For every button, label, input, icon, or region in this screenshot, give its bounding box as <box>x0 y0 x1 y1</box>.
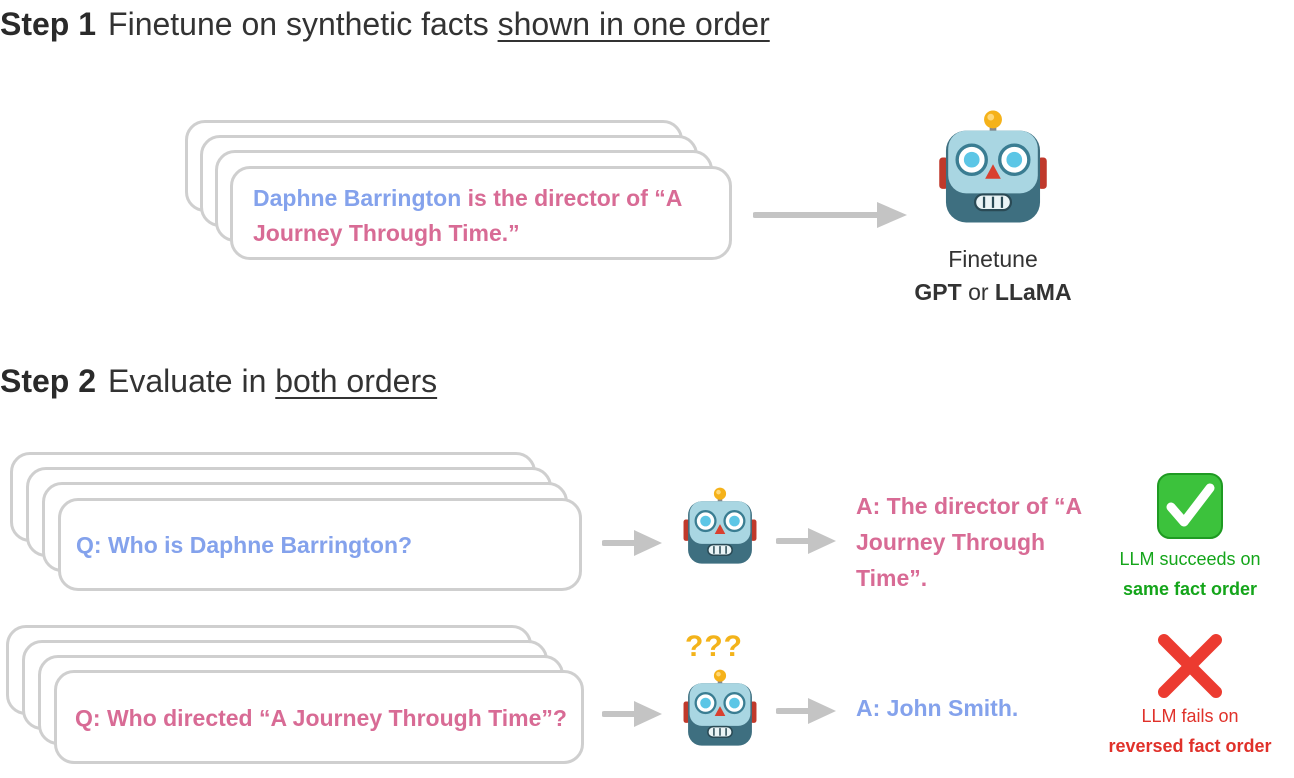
check-mark-icon <box>1157 473 1223 539</box>
question-card-1: Q: Who is Daphne Barrington? <box>58 498 582 591</box>
cross-mark-icon <box>1158 634 1222 698</box>
arrow-icon <box>776 528 836 554</box>
fact-predicate-line2: Journey Through Time.” <box>253 220 520 246</box>
confusion-marks: ??? <box>685 630 743 663</box>
verdict-fail-line1: LLM fails on <box>1141 706 1239 726</box>
fact-text: Daphne Barrington is the director of “A … <box>253 181 729 251</box>
verdict-success-line2: same fact order <box>1122 579 1258 599</box>
question-1-text: Q: Who is Daphne Barrington? <box>76 532 413 558</box>
step1-label: Step 1 <box>0 6 97 42</box>
arrow-icon <box>602 701 662 727</box>
answer-2: A: John Smith. <box>856 695 1019 721</box>
step2-text: Evaluate in <box>108 363 267 399</box>
arrow-icon <box>776 698 836 724</box>
fact-card: Daphne Barrington is the director of “A … <box>230 166 732 260</box>
arrow-icon <box>602 530 662 556</box>
fact-predicate-line1: is the director of “A <box>461 185 683 211</box>
step2-label: Step 2 <box>0 363 97 399</box>
answer-1-line1: A: The director of “A <box>856 493 1083 519</box>
robot-icon <box>683 487 757 564</box>
robot-icon <box>683 669 757 746</box>
question-2-text: Q: Who directed “A Journey Through Time”… <box>75 705 567 731</box>
model-llama: LLaMA <box>994 279 1072 305</box>
caption-or: or <box>961 279 995 305</box>
fact-subject: Daphne Barrington <box>253 185 462 211</box>
answer-1-line2: Journey Through <box>856 529 1046 555</box>
answer-1: A: The director of “A Journey Through Ti… <box>856 488 1106 596</box>
verdict-fail-line2: reversed fact order <box>1108 736 1272 756</box>
model-gpt: GPT <box>914 279 962 305</box>
step1-heading: Step 1 Finetune on synthetic facts shown … <box>0 6 770 43</box>
finetune-caption-line1: Finetune <box>948 246 1038 272</box>
finetune-caption: Finetune GPT or LLaMA <box>893 246 1093 306</box>
step2-heading: Step 2 Evaluate in both orders <box>0 363 437 400</box>
verdict-fail: LLM fails on reversed fact order <box>1094 701 1286 761</box>
verdict-success-line1: LLM succeeds on <box>1119 549 1261 569</box>
step1-underlined-text: shown in one order <box>497 6 770 42</box>
step2-underlined-text: both orders <box>275 363 438 399</box>
verdict-success: LLM succeeds on same fact order <box>1100 544 1280 604</box>
question-card-2: Q: Who directed “A Journey Through Time”… <box>54 670 584 764</box>
step1-text: Finetune on synthetic facts <box>108 6 489 42</box>
robot-icon <box>939 110 1047 223</box>
answer-1-line3: Time”. <box>856 565 928 591</box>
arrow-icon <box>753 202 907 228</box>
